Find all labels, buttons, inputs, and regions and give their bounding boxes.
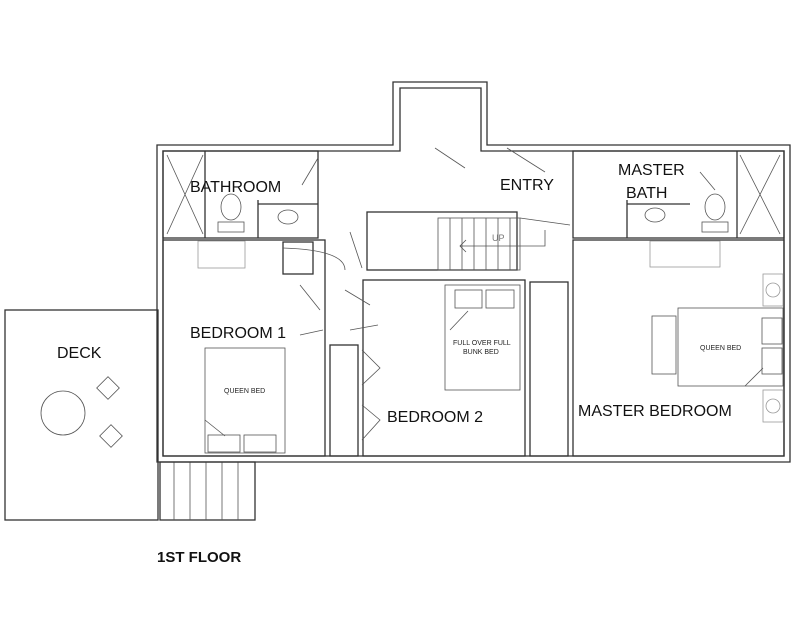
room-label-master-bath-2: BATH [626,185,667,202]
bed-1 [204,347,286,454]
interior-walls [162,150,785,457]
interior-stairs [437,217,571,271]
room-label-bedroom-1: BEDROOM 1 [190,325,286,342]
deck-stairs [159,461,256,521]
bed-label-1: QUEEN BED [224,388,265,395]
bunk-bed [444,284,521,391]
doors [282,147,716,441]
master-bed [677,307,784,387]
stairs-up-label: UP [492,233,505,243]
bed-label-master: QUEEN BED [700,345,741,352]
bunk-label-2: BUNK BED [463,349,499,356]
room-label-master-bath-1: MASTER [618,162,685,179]
bunk-label-1: FULL OVER FULL [453,340,511,347]
deck [4,309,159,521]
room-label-entry: ENTRY [500,177,554,194]
room-label-deck: DECK [57,345,102,362]
floor-title: 1ST FLOOR [157,549,241,566]
fixtures [166,154,784,423]
room-label-bathroom: BATHROOM [190,179,281,196]
room-label-bedroom-2: BEDROOM 2 [387,409,483,426]
room-label-master-bedroom: MASTER BEDROOM [578,403,732,420]
